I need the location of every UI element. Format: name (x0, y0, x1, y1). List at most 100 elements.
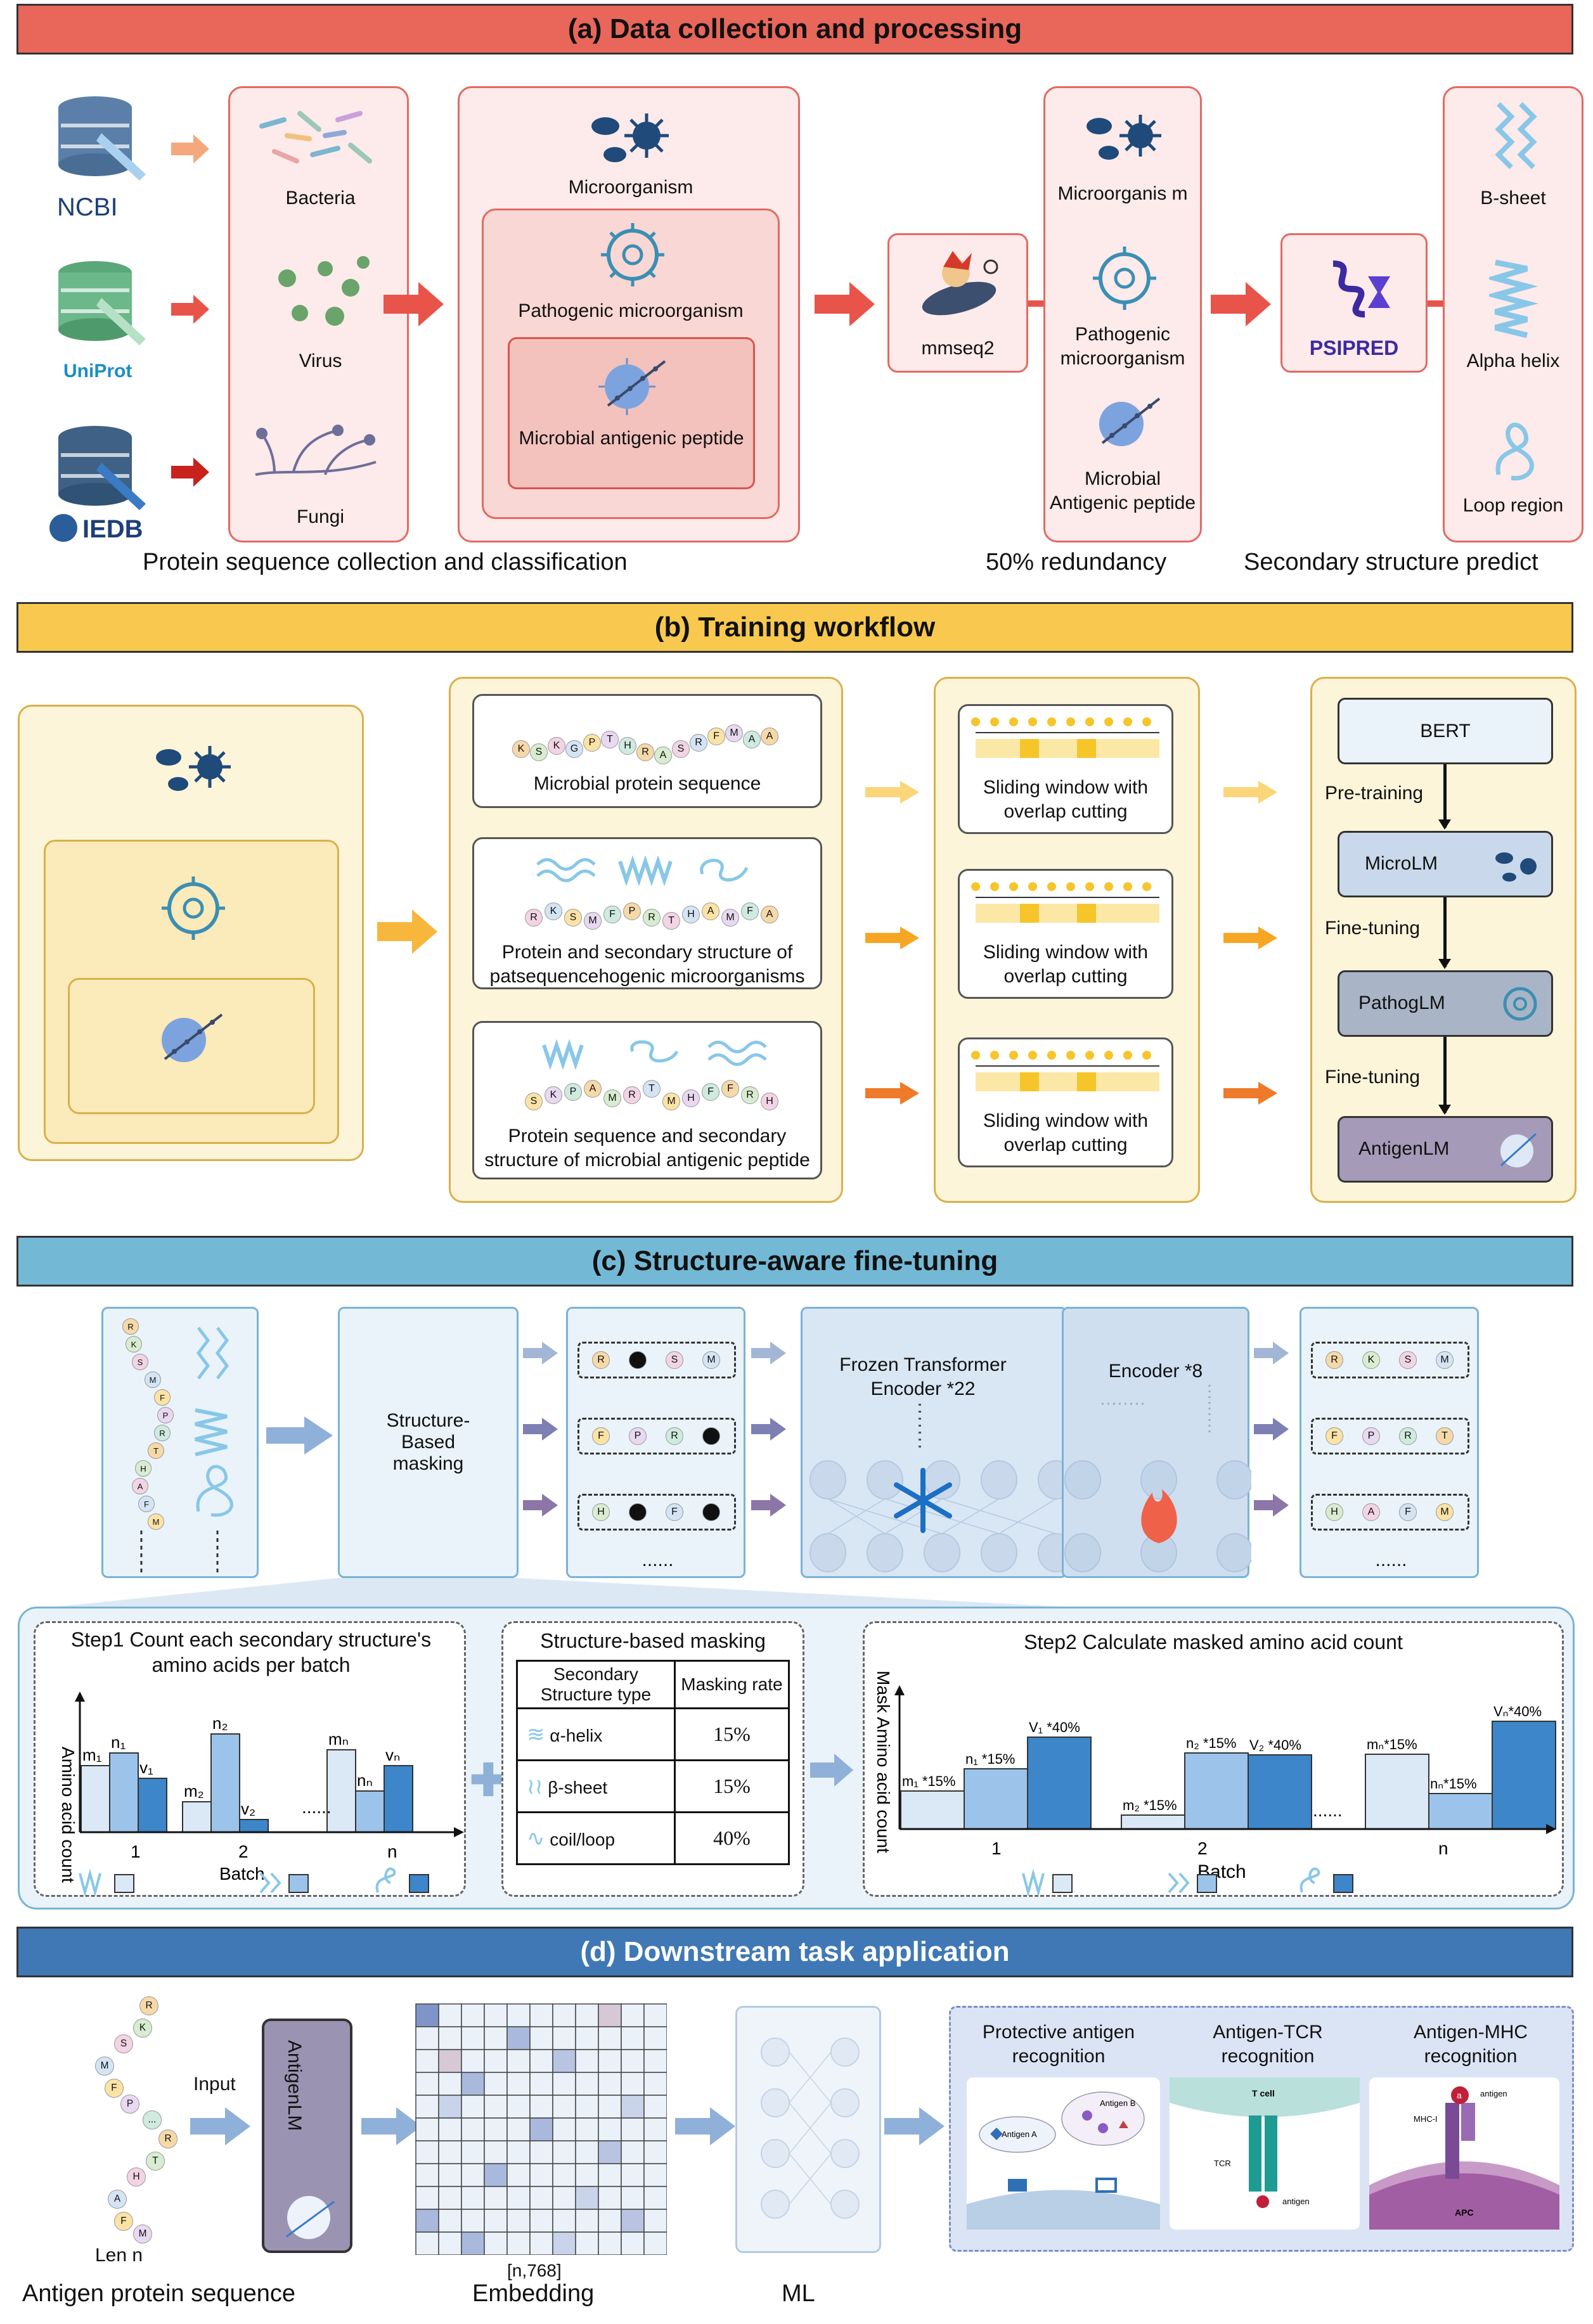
redundancy-box: Microorganis m Pathogenic microorganism … (1043, 86, 1202, 542)
arrow-b2c (865, 1082, 919, 1105)
legend2-dark-swatch (1333, 1874, 1353, 1893)
legend-helix-icon (79, 1868, 101, 1896)
table-row-sheet: ≀≀ β-sheet (516, 1759, 676, 1813)
embedding-cell (529, 2140, 553, 2164)
structure-loop: Loop region (1462, 495, 1564, 516)
seq-3-structure-icons (542, 1039, 767, 1070)
amino-acid-residue: R (690, 734, 707, 752)
biohazard-virus-icon (601, 223, 664, 286)
amino-acid-token: F (1325, 1427, 1343, 1445)
label-apc: APC (1455, 2207, 1474, 2218)
amino-acid-residue: A (132, 1478, 148, 1494)
legend-light-swatch (114, 1874, 134, 1893)
beta-sheet-icon (1495, 102, 1537, 169)
antigenlm-model-box: AntigenLM (262, 2019, 352, 2253)
bar-label: n₂ (212, 1714, 228, 1733)
window-label-2: Sliding window with overlap cutting (983, 942, 1149, 987)
amino-acid-residue: F (154, 1389, 171, 1406)
ncbi-database-icon (58, 96, 146, 181)
bar (384, 1765, 413, 1833)
amino-acid-residue: M (95, 2057, 114, 2076)
virus-icon (278, 256, 370, 326)
step-finetuning-2: Fine-tuning (1325, 1067, 1421, 1088)
caption-ml: ML (782, 2280, 815, 2307)
embedding-cell (484, 2140, 508, 2164)
embedding-cell (529, 2117, 553, 2141)
embedding-cell (621, 2003, 645, 2027)
bar (1492, 1721, 1556, 1830)
table-row-loop: ∿ coil/loop (516, 1811, 676, 1865)
bar (355, 1790, 385, 1833)
model-antigenlm: AntigenLM (1338, 1116, 1553, 1183)
label-mhc: MHC-I (1414, 2114, 1438, 2124)
amino-acid-residue: P (157, 1407, 174, 1423)
antigenic-peptide-box: Microbial antigenic peptide (508, 337, 755, 489)
bar (81, 1765, 110, 1833)
embedding-cell (552, 2163, 576, 2187)
amino-acid-residue: P (564, 1083, 582, 1101)
panel-b-title: (b) Training workflow (654, 612, 936, 643)
masking-label: Structure-Based masking (386, 1410, 470, 1474)
step1-tick-1: 1 (131, 1842, 141, 1861)
amino-acid-residue: M (721, 909, 739, 927)
trainable-encoder-label: Encoder *8 (1108, 1361, 1203, 1382)
amino-acid-residue: T (601, 731, 619, 748)
amino-acid-residue: M (584, 912, 602, 930)
amino-acid-residue: M (662, 1093, 680, 1110)
amino-acid-residue: T (148, 1442, 164, 1459)
bar-label: n₁ *15% (965, 1751, 1015, 1767)
amino-acid-token: S (666, 1351, 683, 1369)
alpha-helix-icon (1489, 259, 1538, 338)
amino-acid-residue: A (654, 747, 672, 764)
amino-acid-token: F (1399, 1503, 1417, 1521)
bar (1428, 1793, 1493, 1830)
table-type-loop: coil/loop (550, 1829, 616, 1849)
embedding-cell (552, 2095, 576, 2119)
embedding-cell (484, 2026, 508, 2050)
sources-box: Bacteria Virus Fungi (228, 86, 409, 542)
embedding-cell (461, 2117, 485, 2141)
amino-acid-residue: P (583, 734, 601, 752)
table-header-rate: Masking rate (673, 1660, 790, 1709)
embedding-cell (552, 2026, 576, 2050)
window-box-1: Sliding window with overlap cutting (958, 704, 1173, 834)
embedding-cell (461, 2209, 485, 2233)
fire-icon (1141, 1489, 1177, 1543)
embedding-cell (621, 2186, 645, 2210)
amino-acid-residue: S (114, 2034, 133, 2053)
amino-acid-token: F (666, 1503, 683, 1521)
fungi-icon (255, 425, 377, 476)
step2-dots: ...... (1313, 1801, 1343, 1820)
embedding-cell (552, 2117, 576, 2141)
database-icons: NCBI UniProt IEDB (49, 96, 146, 543)
bar (239, 1819, 269, 1833)
chain-arrowhead-2 (1438, 959, 1451, 969)
task-protective: Protective antigen recognition (982, 2022, 1135, 2067)
amino-acid-residue: K (512, 740, 530, 758)
legend2-sheet-icon (1168, 1872, 1190, 1894)
hierarchy-microorganism: Microorganism (568, 177, 693, 198)
mmseq2-label: mmseq2 (921, 338, 995, 359)
step2-box: Step2 Calculate masked amino acid count … (863, 1621, 1564, 1897)
embedding-cell (506, 2049, 531, 2073)
model-microlm: MicroLM (1338, 831, 1553, 897)
seq-2-structure-icons (536, 855, 749, 887)
amino-acid-residue: K (545, 1086, 562, 1104)
amino-acid-residue: H (761, 1093, 778, 1110)
embedding-cell (643, 2095, 667, 2119)
amino-acid-residue: R (139, 1996, 158, 2015)
psipred-logo-icon (1332, 260, 1390, 318)
bar-label: v₂ (241, 1799, 255, 1818)
uniprot-database-icon (58, 261, 146, 345)
label-tcr: TCR (1214, 2159, 1231, 2168)
table-rate-helix: 15% (673, 1707, 790, 1761)
bar (900, 1790, 965, 1830)
embedding-cell (598, 2117, 622, 2141)
iedb-database-icon (58, 426, 146, 510)
step2-bars: m₁ *15%n₁ *15%V₁ *40%m₂ *15%n₂ *15%V₂ *4… (900, 1704, 1556, 1830)
window-label-3: Sliding window with overlap cutting (983, 1110, 1149, 1155)
bar-label: vₙ (385, 1745, 400, 1764)
table-type-helix: α-helix (550, 1725, 603, 1745)
